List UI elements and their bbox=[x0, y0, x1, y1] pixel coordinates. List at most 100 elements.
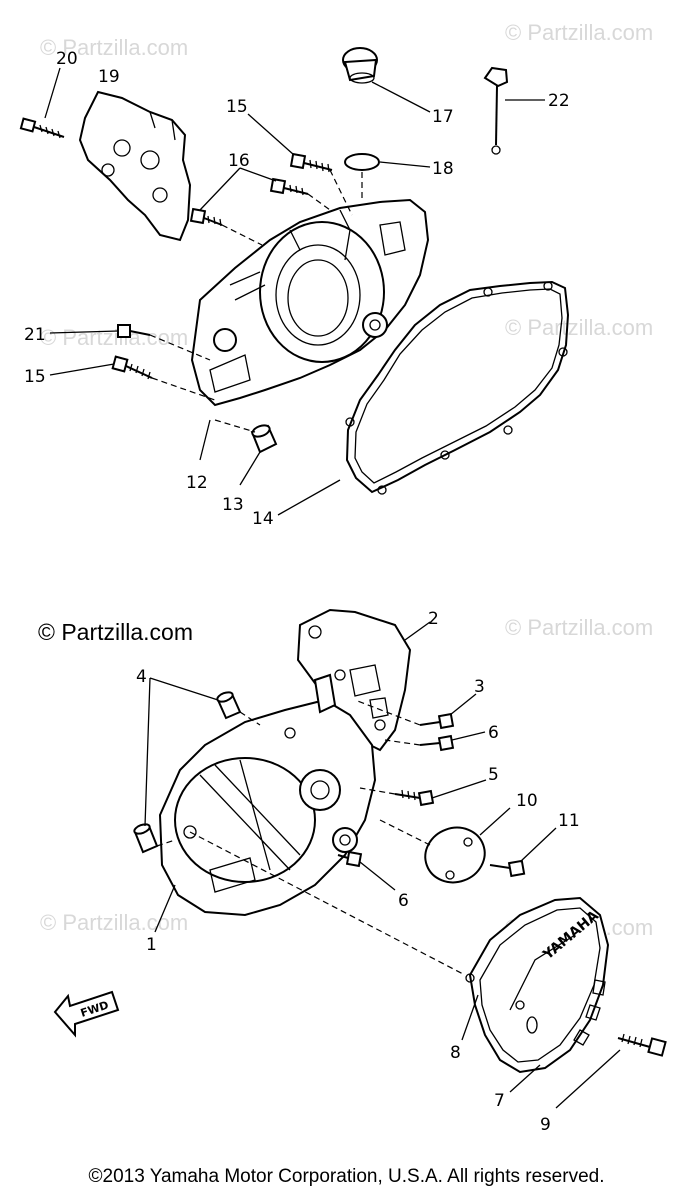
callout-14: 14 bbox=[252, 509, 274, 529]
screw-11 bbox=[489, 859, 526, 878]
watermark: © Partzilla.com bbox=[40, 910, 188, 935]
guide-12 bbox=[214, 419, 256, 433]
bolt-6-lower bbox=[337, 850, 363, 868]
leader-17 bbox=[371, 81, 431, 113]
guide-1-to-8 bbox=[189, 831, 466, 976]
leader-10 bbox=[479, 807, 511, 836]
lower-cover-bore bbox=[174, 757, 316, 883]
leader-20 bbox=[44, 67, 61, 119]
callout-15: 15 bbox=[226, 97, 248, 117]
leader-8 bbox=[461, 994, 479, 1041]
leader-6-lower bbox=[359, 861, 396, 891]
leader-11 bbox=[519, 827, 557, 863]
leader-13 bbox=[239, 451, 261, 486]
lower-cover-rib bbox=[199, 759, 301, 871]
callout-3: 3 bbox=[474, 677, 485, 697]
cover-rib bbox=[289, 209, 351, 261]
callout-17: 17 bbox=[432, 107, 454, 127]
guide-16 bbox=[221, 193, 331, 246]
bracket-hole bbox=[113, 139, 131, 157]
leader-15-top bbox=[247, 113, 295, 156]
guide-4 bbox=[156, 711, 261, 847]
cover-boss bbox=[362, 312, 388, 338]
leader-4 bbox=[144, 677, 219, 827]
leader-5 bbox=[431, 779, 487, 799]
bolt-9 bbox=[617, 1033, 667, 1057]
leader-1 bbox=[154, 884, 176, 933]
watermark: © Partzilla.com bbox=[40, 35, 188, 60]
cover-boss bbox=[213, 328, 237, 352]
callout-12: 12 bbox=[186, 473, 208, 493]
plate-slot bbox=[349, 664, 381, 697]
callout-18: 18 bbox=[432, 159, 454, 179]
callout-9: 9 bbox=[540, 1115, 551, 1135]
cover-window bbox=[379, 221, 406, 256]
callout-1: 1 bbox=[146, 935, 157, 955]
cap-10 bbox=[424, 826, 486, 884]
upper-assembly bbox=[19, 47, 570, 516]
plug-17 bbox=[342, 47, 378, 84]
watermarks: © Partzilla.com © Partzilla.com © Partzi… bbox=[38, 20, 653, 940]
lower-cover-pocket bbox=[209, 857, 256, 893]
gasket-14 bbox=[345, 280, 570, 494]
cover-bore-inner bbox=[275, 244, 361, 346]
cover-rib bbox=[229, 271, 266, 301]
guide-3 bbox=[354, 699, 421, 726]
starter-cover-rib bbox=[509, 934, 576, 1011]
callout-16: 16 bbox=[228, 151, 250, 171]
cover-bore-core bbox=[287, 259, 349, 337]
watermark: © Partzilla.com bbox=[505, 615, 653, 640]
bracket-plate-19 bbox=[78, 90, 192, 242]
bolt-3 bbox=[419, 712, 455, 730]
crankcase-cover-lower bbox=[158, 673, 377, 917]
bolt-6-upper bbox=[419, 734, 455, 752]
callout-6: 6 bbox=[398, 891, 409, 911]
leader-15-left bbox=[49, 363, 115, 376]
leader-3 bbox=[449, 693, 477, 716]
plate-slot bbox=[369, 697, 389, 719]
callout-2: 2 bbox=[428, 609, 439, 629]
guide-15 bbox=[329, 169, 353, 216]
leader-6-upper bbox=[451, 731, 486, 741]
leader-9 bbox=[555, 1049, 621, 1109]
watermark: © Partzilla.com bbox=[505, 315, 653, 340]
bolt-16-b bbox=[189, 207, 223, 227]
dowel-4-a bbox=[216, 691, 242, 720]
lower-cover-boss bbox=[299, 769, 341, 811]
leader-14 bbox=[277, 479, 341, 516]
guide-10 bbox=[379, 819, 431, 846]
crankcase-cover-upper bbox=[190, 198, 430, 407]
watermark-prominent: © Partzilla.com bbox=[38, 619, 193, 645]
cover-bore bbox=[259, 221, 385, 363]
bolt-5 bbox=[394, 789, 435, 807]
starter-cover-7: YAMAHA bbox=[465, 896, 610, 1074]
o-ring-18 bbox=[344, 153, 380, 171]
callout-20: 20 bbox=[56, 49, 78, 69]
guide-15-left bbox=[151, 377, 216, 401]
leader-7 bbox=[509, 1064, 541, 1093]
guide-21 bbox=[149, 334, 211, 361]
gasket-14-inner bbox=[354, 288, 563, 484]
lower-cover-boss bbox=[332, 827, 358, 853]
bolt-15-top bbox=[289, 152, 333, 173]
callout-4: 4 bbox=[136, 667, 147, 687]
callout-22: 22 bbox=[548, 91, 570, 111]
callout-11: 11 bbox=[558, 811, 580, 831]
callout-21: 21 bbox=[24, 325, 46, 345]
leader-18 bbox=[379, 161, 431, 168]
bracket-hole bbox=[152, 187, 168, 203]
dowel-13 bbox=[250, 424, 278, 454]
bolt-16-a bbox=[269, 177, 309, 196]
leader-2 bbox=[404, 621, 431, 641]
bracket-hole bbox=[101, 163, 115, 177]
callout-10: 10 bbox=[516, 791, 538, 811]
forward-arrow-icon: FWD bbox=[53, 990, 120, 1038]
bolt-21 bbox=[117, 324, 151, 338]
bracket-rib bbox=[149, 111, 176, 141]
guide-6-upper bbox=[384, 739, 421, 746]
watermark: © Partzilla.com bbox=[505, 20, 653, 45]
callout-19: 19 bbox=[98, 67, 120, 87]
leader-12 bbox=[199, 419, 211, 461]
cover-pocket bbox=[209, 354, 251, 393]
